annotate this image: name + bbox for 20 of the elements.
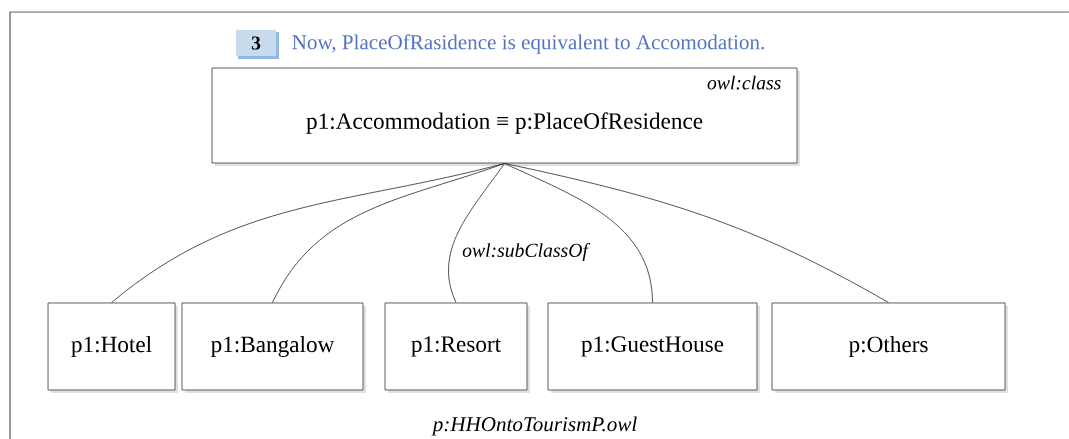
- box-label: p1:Resort: [411, 336, 501, 357]
- subclass-box: [771, 302, 1008, 393]
- subclass-box: [384, 302, 530, 393]
- file-name: p:HHOntoTourismP.owl: [431, 416, 637, 436]
- subclass-box: [47, 302, 178, 393]
- subclass-box: [181, 302, 366, 393]
- subclass-curve: [272, 163, 505, 303]
- box-label: p1:Hotel: [71, 335, 152, 357]
- box-label: p:Others: [848, 335, 928, 357]
- box-label: p1:GuestHouse: [581, 336, 724, 357]
- class-box: [211, 67, 800, 166]
- edge-label: owl:subClassOf: [462, 242, 591, 261]
- subclass-curve: [448, 163, 505, 303]
- step-badge: 3: [236, 30, 279, 59]
- subclass-curve: [504, 163, 889, 303]
- subclass-box: [547, 302, 760, 393]
- box-label: p1:Bangalow: [211, 335, 335, 357]
- stereotype-label: owl:class: [707, 75, 781, 90]
- subclass-curve: [504, 163, 653, 303]
- box-label: p1:Accommodation ≡ p:PlaceOfResidence: [306, 112, 703, 134]
